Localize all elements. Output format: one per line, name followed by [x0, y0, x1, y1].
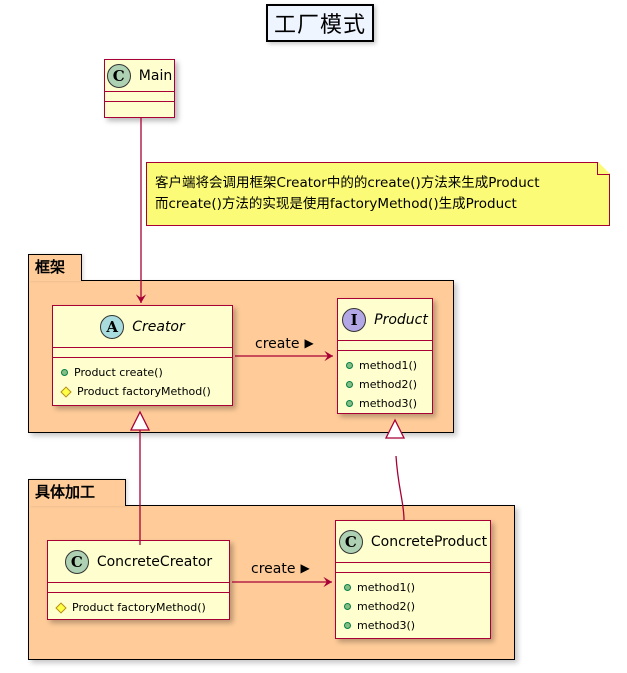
protected-visibility-icon: [60, 385, 72, 398]
public-visibility-icon: [344, 603, 351, 610]
concretecreator-factorymethod-method: Product factoryMethod(): [55, 598, 221, 617]
concreteproduct-method-compartment: method1() method2() method3(): [336, 573, 490, 640]
creator-field-compartment: [53, 348, 232, 358]
method-label: Product factoryMethod(): [72, 601, 206, 614]
concreteproduct-class: C ConcreteProduct method1() method2() me…: [335, 520, 491, 639]
class-stereotype-icon: C: [106, 63, 131, 88]
concrete-package-tab: 具体加工: [28, 479, 126, 506]
create-edge-label-top: create ▶: [255, 336, 314, 352]
method-label: method2(): [357, 600, 416, 613]
create-edge-label-text: create: [251, 561, 296, 577]
concreteproduct-method-3: method3(): [344, 616, 482, 635]
method-label: method1(): [359, 359, 418, 372]
creator-class-header: A Creator: [53, 306, 232, 348]
concreteproduct-method-1: method1(): [344, 578, 482, 597]
product-field-compartment: [338, 341, 432, 351]
product-method-compartment: method1() method2() method3(): [338, 351, 432, 418]
class-stereotype-icon: C: [64, 549, 89, 574]
concreteproduct-class-header: C ConcreteProduct: [336, 521, 490, 563]
creator-factorymethod-method: Product factoryMethod(): [60, 382, 224, 401]
concretecreator-class-header: C ConcreteCreator: [48, 541, 229, 583]
main-empty-compartment: [105, 92, 174, 102]
product-interface-header: I Product: [338, 299, 432, 341]
protected-visibility-icon: [55, 601, 67, 614]
framework-package-tab: 框架: [28, 254, 82, 281]
product-interface-name: Product: [374, 311, 428, 328]
note-fold-corner: [597, 162, 610, 175]
direction-arrow-icon: ▶: [300, 561, 310, 575]
creator-class-name: Creator: [132, 318, 185, 335]
method-label: method3(): [359, 397, 418, 410]
public-visibility-icon: [346, 400, 353, 407]
note-line-2: 而create()方法的实现是使用factoryMethod()生成Produc…: [155, 196, 517, 212]
interface-stereotype-icon: I: [342, 307, 367, 332]
concreteproduct-method-2: method2(): [344, 597, 482, 616]
public-visibility-icon: [344, 622, 351, 629]
direction-arrow-icon: ▶: [304, 336, 314, 350]
note-line-1: 客户端将会调用框架Creator中的的create()方法来生成Product: [155, 175, 540, 191]
method-label: Product create(): [74, 366, 163, 379]
diagram-title: 工厂模式: [266, 4, 374, 42]
product-interface: I Product method1() method2() method3(): [337, 298, 433, 414]
method-label: method2(): [359, 378, 418, 391]
concretecreator-class: C ConcreteCreator Product factoryMethod(…: [47, 540, 230, 620]
public-visibility-icon: [61, 369, 68, 376]
method-label: Product factoryMethod(): [77, 385, 211, 398]
create-edge-label-text: create: [255, 336, 300, 352]
public-visibility-icon: [346, 381, 353, 388]
concreteproduct-class-name: ConcreteProduct: [370, 533, 488, 550]
class-stereotype-icon: C: [338, 529, 363, 554]
main-class-name: Main: [138, 67, 173, 84]
product-method-3: method3(): [346, 394, 424, 413]
concretecreator-field-compartment: [48, 583, 229, 593]
method-label: method3(): [357, 619, 416, 632]
abstract-class-stereotype-icon: A: [100, 314, 125, 339]
creator-explanation-note: 客户端将会调用框架Creator中的的create()方法来生成Product …: [146, 162, 610, 226]
public-visibility-icon: [346, 362, 353, 369]
product-method-1: method1(): [346, 356, 424, 375]
product-method-2: method2(): [346, 375, 424, 394]
create-edge-label-bottom: create ▶: [251, 561, 310, 577]
concretecreator-class-name: ConcreteCreator: [96, 553, 213, 570]
creator-class: A Creator Product create() Product facto…: [52, 305, 233, 406]
public-visibility-icon: [344, 584, 351, 591]
concretecreator-method-compartment: Product factoryMethod(): [48, 593, 229, 622]
concreteproduct-field-compartment: [336, 563, 490, 573]
method-label: method1(): [357, 581, 416, 594]
creator-method-compartment: Product create() Product factoryMethod(): [53, 358, 232, 406]
main-class: C Main: [104, 59, 175, 118]
main-class-header: C Main: [105, 60, 174, 92]
creator-create-method: Product create(): [61, 363, 224, 382]
